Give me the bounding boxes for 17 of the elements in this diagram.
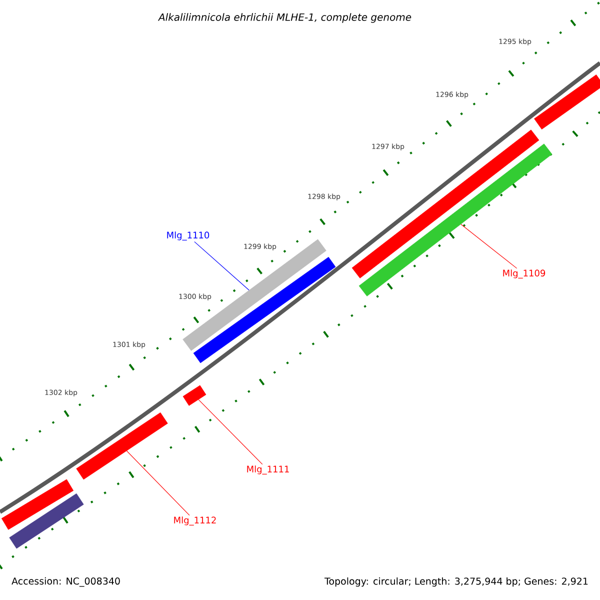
accession-label: Accession: NC_008340 [12,577,120,587]
leader-line [126,450,190,516]
diagram-title: Alkalilimnicola ehrlichii MLHE-1, complete genome [158,13,412,23]
leader-line [198,399,263,465]
gene-bar [1,479,74,530]
gene-label: Mlg_1110 [167,232,210,240]
gene-bar [9,493,84,549]
leader-line [460,224,518,269]
genome-info-label: Topology: circular; Length: 3,275,944 bp; Genes: 2,921 [324,577,588,587]
gene-label: Mlg_1109 [503,270,546,278]
gene-bar [76,412,168,480]
gene-bar [358,144,552,296]
gene-bar [534,74,600,130]
leader-line [194,241,250,290]
gene-bar [182,385,206,406]
gene-label: Mlg_1111 [247,466,289,474]
gene-label: Mlg_1112 [174,516,216,526]
